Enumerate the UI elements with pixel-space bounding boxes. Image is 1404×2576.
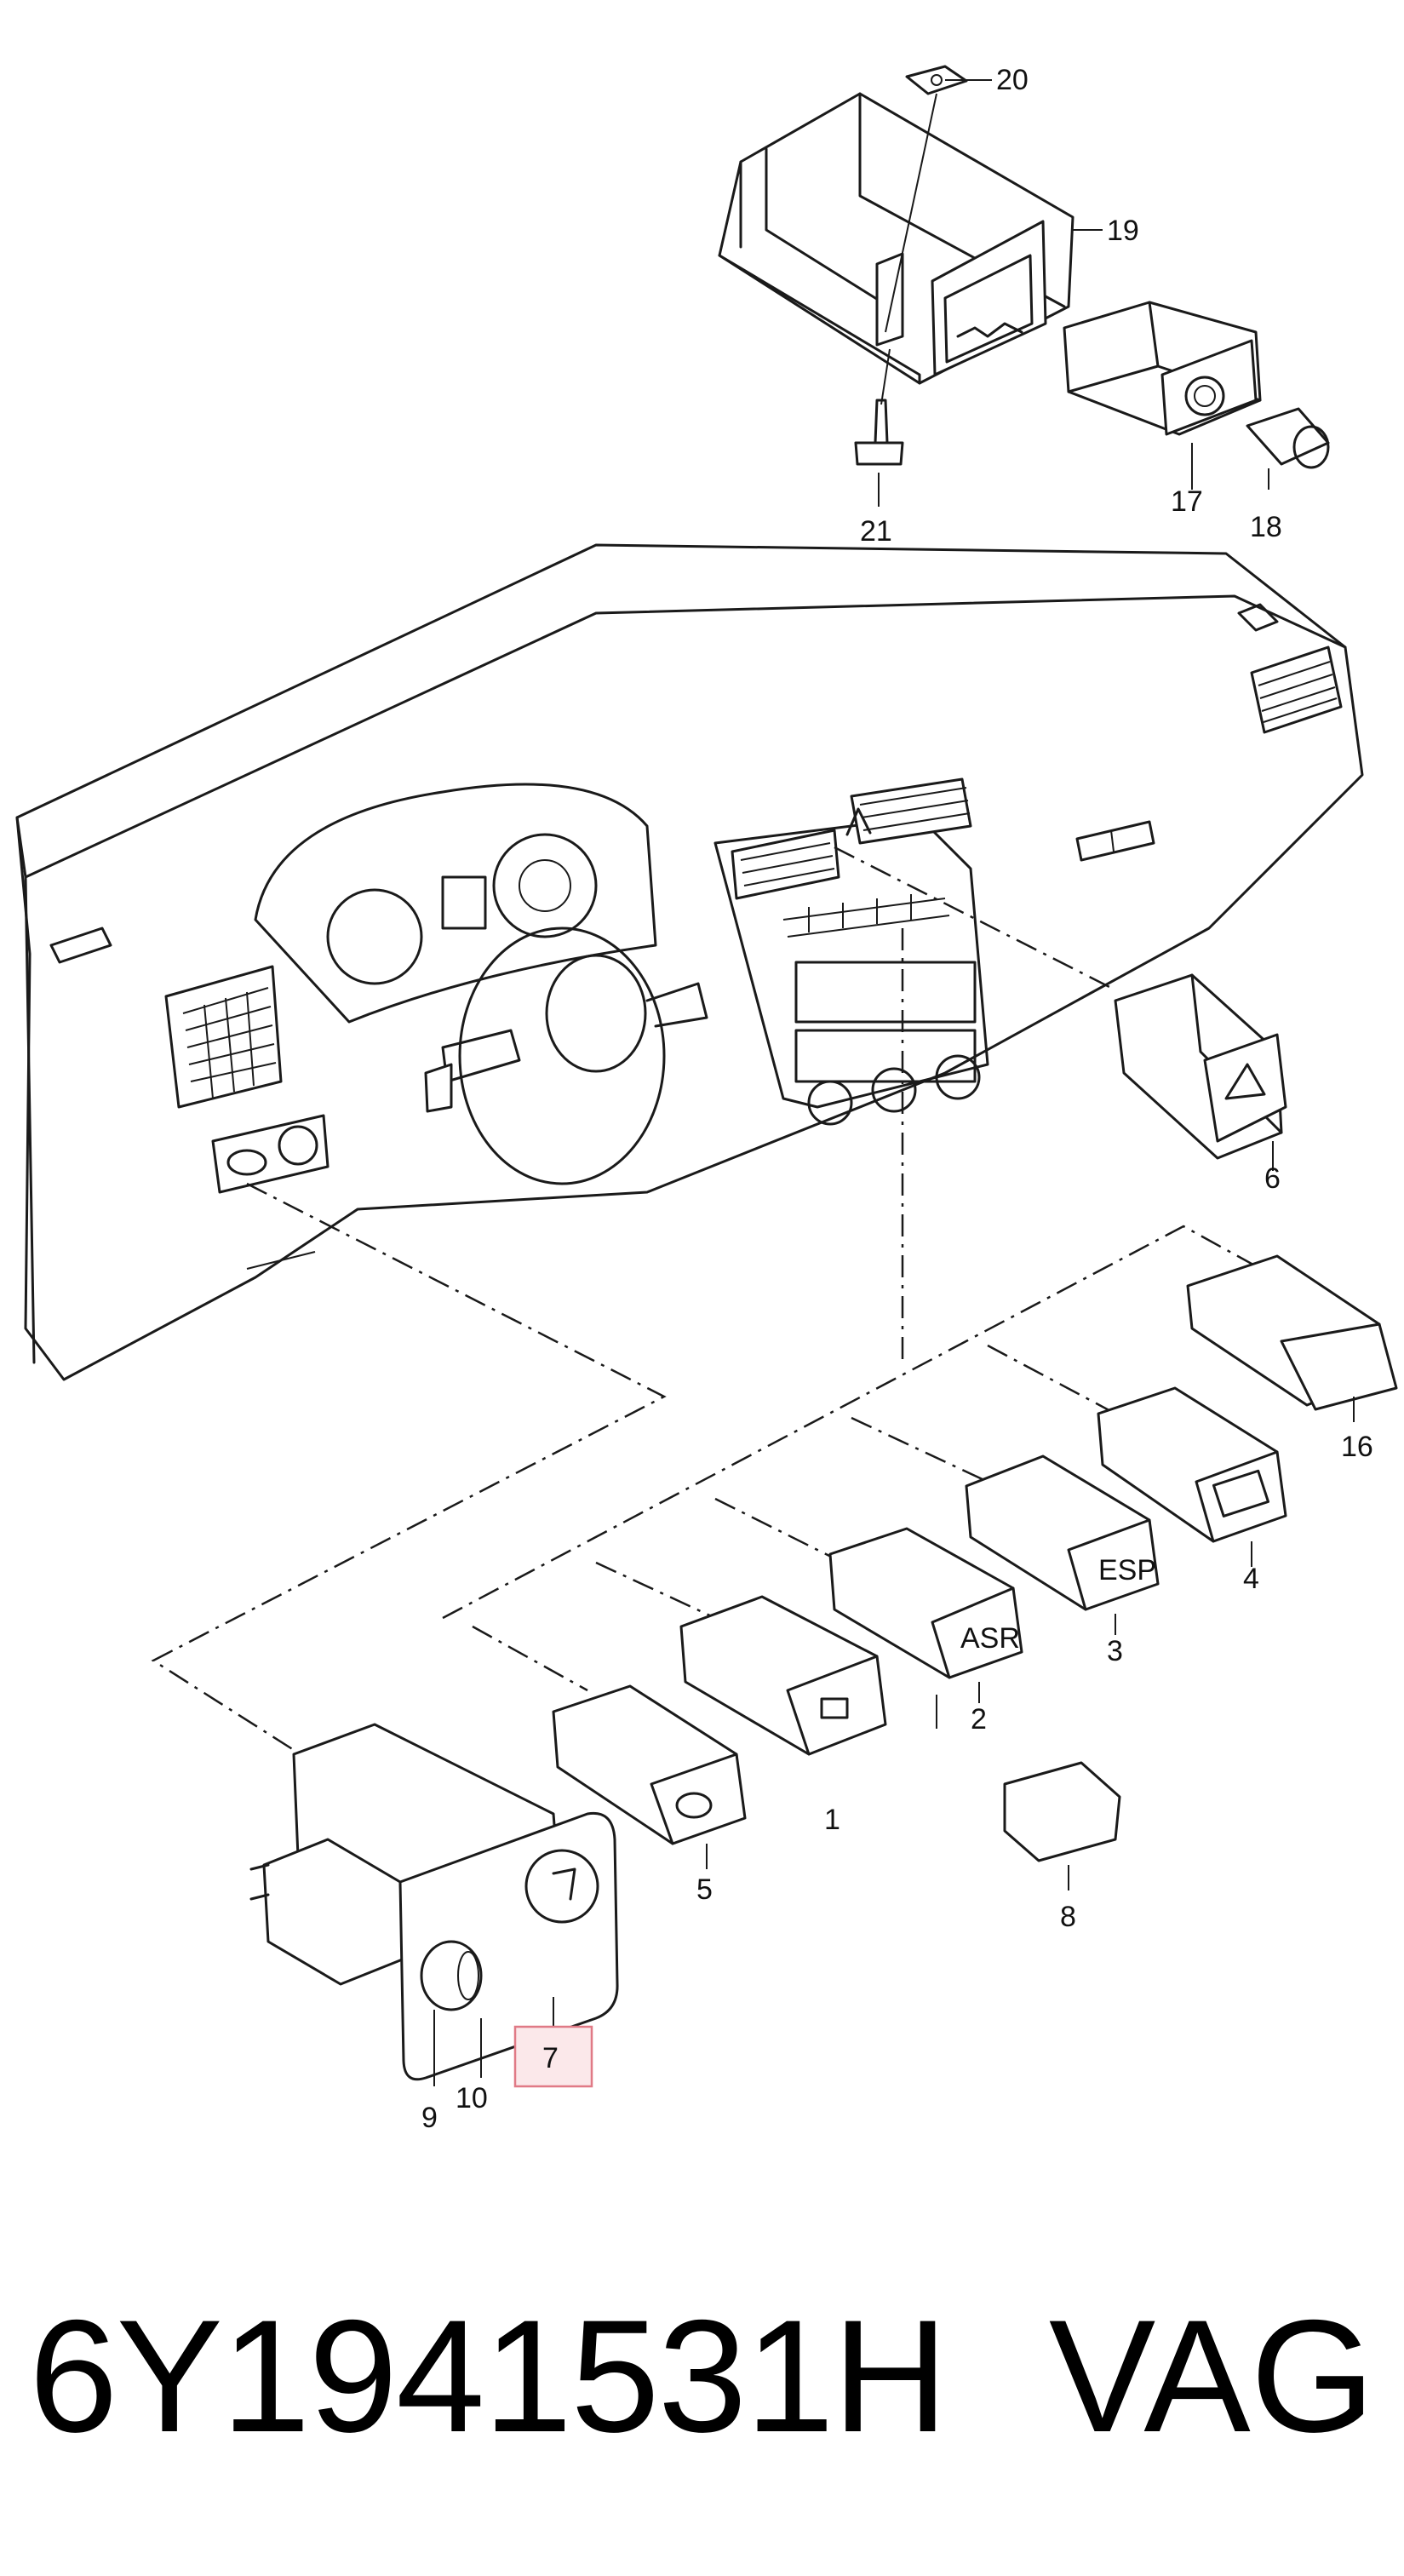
- callout-7: 7: [542, 2042, 559, 2074]
- callout-4: 4: [1243, 1563, 1259, 1595]
- callout-9: 9: [421, 2102, 438, 2134]
- callouts: 20 19 17 18 21 6 16 4 3 2 1 5 8 7 9 10: [421, 64, 1373, 2134]
- highlight-box: [513, 2025, 593, 2088]
- screw-part-21: [854, 348, 904, 507]
- switch-part-17: [1063, 301, 1262, 490]
- callout-19: 19: [1107, 215, 1139, 247]
- light-switch-assembly: [249, 1723, 619, 2086]
- dashboard: [15, 543, 1364, 1381]
- switch-part-5: [552, 1684, 747, 1869]
- esp-label: ESP: [1098, 1554, 1156, 1586]
- brand-name: VAG: [1048, 2286, 1375, 2465]
- switch-part-1: [679, 1595, 937, 1756]
- switch-part-3: ESP: [965, 1454, 1160, 1635]
- bracket-assembly: [718, 92, 1074, 385]
- hazard-switch-part-6: [1114, 973, 1287, 1171]
- callout-2: 2: [971, 1703, 987, 1736]
- switch-part-8: [1003, 1761, 1121, 1890]
- callout-6: 6: [1264, 1162, 1281, 1195]
- switch-part-2: ASR: [828, 1527, 1023, 1703]
- callout-20: 20: [996, 64, 1029, 96]
- callout-21: 21: [860, 515, 892, 548]
- callout-8: 8: [1060, 1901, 1076, 1933]
- footer: 6Y1941531H VAG: [0, 2265, 1404, 2487]
- callout-5: 5: [696, 1873, 713, 1906]
- part-number: 6Y1941531H: [29, 2286, 948, 2465]
- callout-1: 1: [824, 1804, 840, 1836]
- callout-17: 17: [1171, 485, 1203, 518]
- parts-diagram: ESP ASR 20: [15, 64, 1398, 2134]
- callout-3: 3: [1107, 1635, 1123, 1667]
- asr-label: ASR: [960, 1622, 1020, 1655]
- callout-10: 10: [456, 2082, 488, 2114]
- bulb-part-18: [1246, 407, 1330, 490]
- leader-lines: [151, 846, 1269, 1752]
- callout-18: 18: [1250, 511, 1282, 543]
- callout-16: 16: [1341, 1431, 1373, 1463]
- switch-part-4: [1097, 1386, 1287, 1567]
- switch-part-16: [1186, 1254, 1398, 1422]
